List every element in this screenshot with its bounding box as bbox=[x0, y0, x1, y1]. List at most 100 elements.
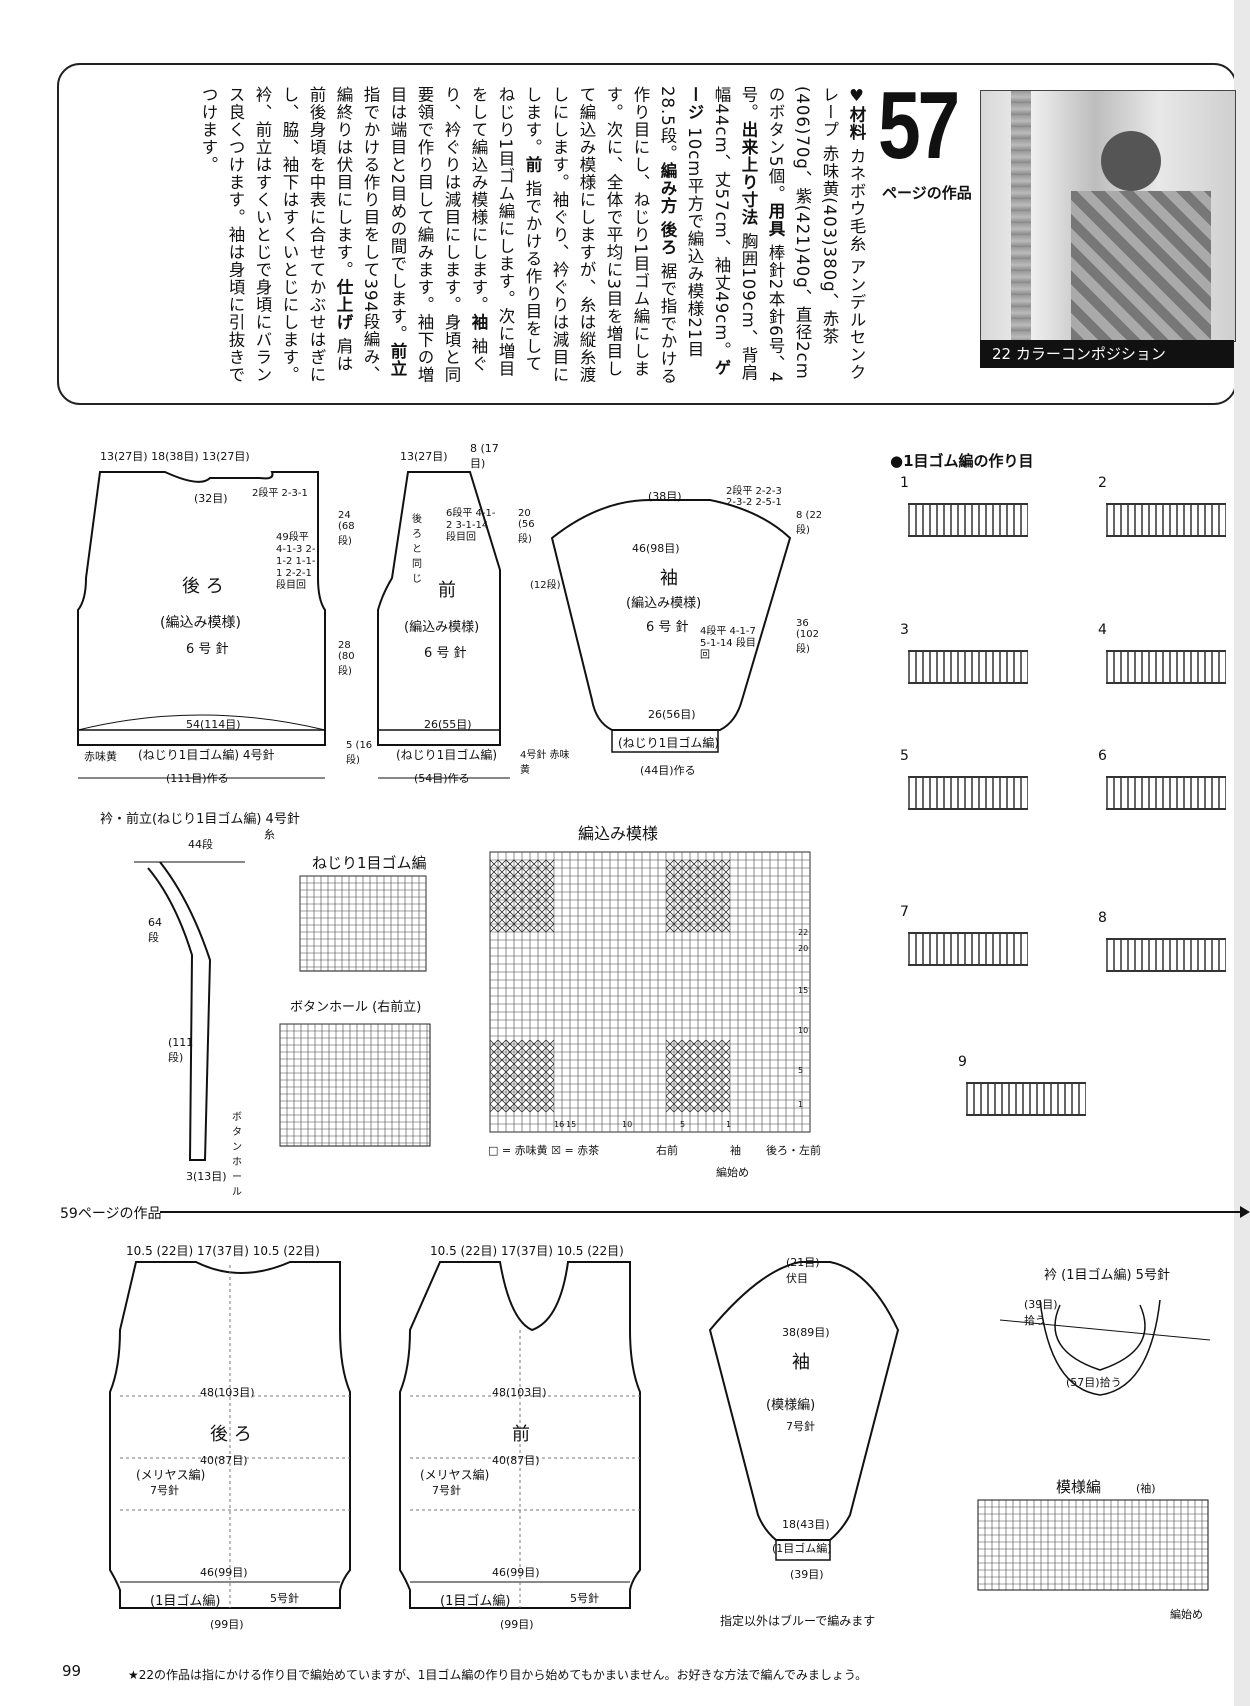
collar-sub: 糸 bbox=[264, 828, 275, 841]
colorwork-row-22: 22 bbox=[798, 928, 809, 937]
collar-h64: 64段 bbox=[148, 916, 162, 944]
work59-w46: 46(99目) bbox=[200, 1566, 248, 1579]
cast-on-illustration bbox=[1106, 650, 1226, 684]
twisted-rib-title: ねじり1目ゴム編 bbox=[312, 854, 427, 872]
back-neck: (32目) bbox=[194, 492, 228, 505]
cast-on-step-3: 3 bbox=[900, 622, 909, 638]
colorwork-row-5: 5 bbox=[798, 1066, 804, 1075]
work59-back-title: 後 ろ bbox=[210, 1424, 252, 1445]
instruction-text: 裾で指でかける作り目にし、ねじり1目ゴム編にします。次に、全体で平均に3目を増目… bbox=[523, 86, 677, 385]
instruction-text: 棒針2本針6号、4号。 bbox=[739, 86, 785, 384]
work59-sleeve-title: 袖 bbox=[792, 1352, 810, 1373]
front-same: 後ろと同じ bbox=[412, 514, 422, 585]
instruction-heading: 前 bbox=[523, 156, 542, 174]
colorwork-row-15: 15 bbox=[798, 986, 809, 995]
colorwork-col-16: 16 bbox=[554, 1120, 565, 1129]
work59-w46-front: 46(99目) bbox=[492, 1566, 540, 1579]
collar-bottom: 3(13目) bbox=[186, 1170, 227, 1183]
colorwork-col-5: 5 bbox=[680, 1120, 686, 1129]
instruction-text: 10cm平方で編込み模様21目28.5段。 bbox=[658, 86, 704, 358]
sleeve-title: 袖 bbox=[660, 568, 678, 589]
cast-on-step-6: 6 bbox=[1098, 748, 1107, 764]
height-5: 5 (16段) bbox=[346, 740, 373, 766]
cast-on-illustration bbox=[908, 650, 1028, 684]
cast-on-step-4: 4 bbox=[1098, 622, 1107, 638]
front-cast: (54目)作る bbox=[414, 772, 470, 785]
instruction-heading: 袖 bbox=[469, 313, 488, 332]
cast-on-step-1: 1 bbox=[900, 475, 909, 491]
work59-w48: 48(103目) bbox=[200, 1386, 255, 1399]
work59-needle7: 7号針 bbox=[150, 1484, 179, 1497]
front-neck-dec: 6段平 4-1-2 3-1-14 段目回 bbox=[446, 508, 496, 543]
work59-pattern-title: 模様編 bbox=[1056, 1478, 1102, 1496]
instruction-heading: 前立 bbox=[388, 342, 407, 378]
front-needle: 6 号 針 bbox=[424, 646, 467, 661]
colorwork-row-20: 20 bbox=[798, 944, 809, 953]
buttonhole-chart-title: ボタンホール (右前立) bbox=[290, 1000, 422, 1015]
sleeve-cap: 2段平 2-2-3 2-3-2 2-5-1 bbox=[726, 486, 782, 508]
work59-stockinette-front: (メリヤス編) bbox=[420, 1468, 490, 1482]
back-title: 後 ろ bbox=[182, 576, 224, 597]
work59-header: 59ページの作品 bbox=[60, 1206, 162, 1222]
work59-sleeve-pattern: (模様編) bbox=[766, 1398, 816, 1413]
instruction-text: 肩は前後身頃を中表に合せてかぶせはぎにし、脇、袖下はすくいとじにします。衿、前立… bbox=[199, 86, 353, 384]
back-rib: (ねじり1目ゴム編) 4号針 bbox=[138, 748, 275, 762]
front-neck-w: 8 (17目) bbox=[470, 442, 499, 470]
colorwork-col-15: 15 bbox=[566, 1120, 577, 1129]
cast-on-illustration bbox=[908, 932, 1028, 966]
colorwork-col-1: 1 bbox=[726, 1120, 732, 1129]
sleeve-rib: (ねじり1目ゴム編) bbox=[618, 736, 719, 750]
sleeve-inc: 4段平 4-1-7 5-1-14 段目回 bbox=[700, 626, 756, 661]
collar-title: 衿・前立(ねじり1目ゴム編) 4号針 bbox=[100, 812, 300, 827]
colorwork-label-sleeve: 袖 bbox=[730, 1144, 741, 1157]
work59-pattern-start: 編始め bbox=[1170, 1608, 1203, 1621]
back-cast: (111目)作る bbox=[166, 772, 229, 785]
work59-sleeve-rib: (1目ゴム編) bbox=[772, 1542, 832, 1555]
collar-w44: 44段 bbox=[188, 838, 213, 851]
instruction-heading: 仕上げ bbox=[334, 278, 353, 332]
work59-rib-front: (1目ゴム編) bbox=[440, 1594, 511, 1609]
instruction-text: 指でかける作り目をしてねじり1目ゴム編にします。次に増目をして編込み模様にします… bbox=[469, 86, 542, 378]
work59-needle5-front: 5号針 bbox=[570, 1592, 599, 1605]
cast-on-illustration bbox=[908, 776, 1028, 810]
cast-on-step-5: 5 bbox=[900, 748, 909, 764]
back-width: 54(114目) bbox=[186, 718, 241, 731]
footnote: ★22の作品は指にかける作り目で編始めていますが、1目ゴム編の作り目から始めても… bbox=[128, 1668, 868, 1682]
front-width: 26(55目) bbox=[424, 718, 472, 731]
front-rib: (ねじり1目ゴム編) bbox=[396, 748, 497, 762]
photo-caption: 22 カラーコンポジション bbox=[980, 340, 1234, 368]
back-color: 赤味黄 bbox=[84, 750, 117, 763]
work59-sleeve-width: 38(89目) bbox=[782, 1326, 830, 1339]
front-title: 前 bbox=[438, 580, 456, 601]
work59-stockinette: (メリヤス編) bbox=[136, 1468, 206, 1482]
back-neck-dec: 2段平 2-3-1 bbox=[252, 488, 308, 499]
back-pattern: (編込み模様) bbox=[160, 615, 241, 631]
sleeve-needle: 6 号 針 bbox=[646, 620, 689, 635]
work59-w40: 40(87目) bbox=[200, 1454, 248, 1467]
instruction-heading: 出来上り寸法 bbox=[739, 121, 758, 226]
instruction-text: 袖ぐり、衿ぐりは減目にします。身頃と同要領で作り目して編みます。袖下の増目は端目… bbox=[388, 86, 488, 384]
cast-on-illustration bbox=[1106, 776, 1226, 810]
height-12: (12段) bbox=[530, 580, 561, 591]
work59-w40-front: 40(87目) bbox=[492, 1454, 540, 1467]
work59-sleeve-bottom: 18(43目) bbox=[782, 1518, 830, 1531]
work59-collar-pick: (57目)拾う bbox=[1066, 1376, 1122, 1389]
work59-total-front: (99目) bbox=[500, 1618, 534, 1631]
work59-note: 指定以外はブルーで編みます bbox=[720, 1614, 876, 1628]
work59-sleeve-needle: 7号針 bbox=[786, 1420, 815, 1433]
back-needle: 6 号 針 bbox=[186, 642, 229, 657]
instruction-text: 指でかける作り目をして394段編み、編終りは伏目にします。 bbox=[334, 86, 380, 383]
instruction-heading: 編み方 後ろ bbox=[658, 161, 677, 256]
colorwork-row-1: 1 bbox=[798, 1100, 804, 1109]
cast-on-step-7: 7 bbox=[900, 904, 909, 920]
front-needle2: 4号針 赤味黄 bbox=[520, 750, 570, 776]
colorwork-legend: □ = 赤味黄 ☒ = 赤茶 bbox=[488, 1144, 600, 1157]
work59-top: 10.5 (22目) 17(37目) 10.5 (22目) bbox=[126, 1244, 320, 1258]
cast-on-step-9: 9 bbox=[958, 1054, 967, 1070]
work-number: 57 bbox=[878, 72, 960, 179]
work59-collar-title: 衿 (1目ゴム編) 5号針 bbox=[1044, 1268, 1170, 1283]
colorwork-title: 編込み模様 bbox=[578, 824, 659, 843]
sleeve-cast: (44目)作る bbox=[640, 764, 696, 777]
cast-on-illustration bbox=[966, 1082, 1086, 1116]
